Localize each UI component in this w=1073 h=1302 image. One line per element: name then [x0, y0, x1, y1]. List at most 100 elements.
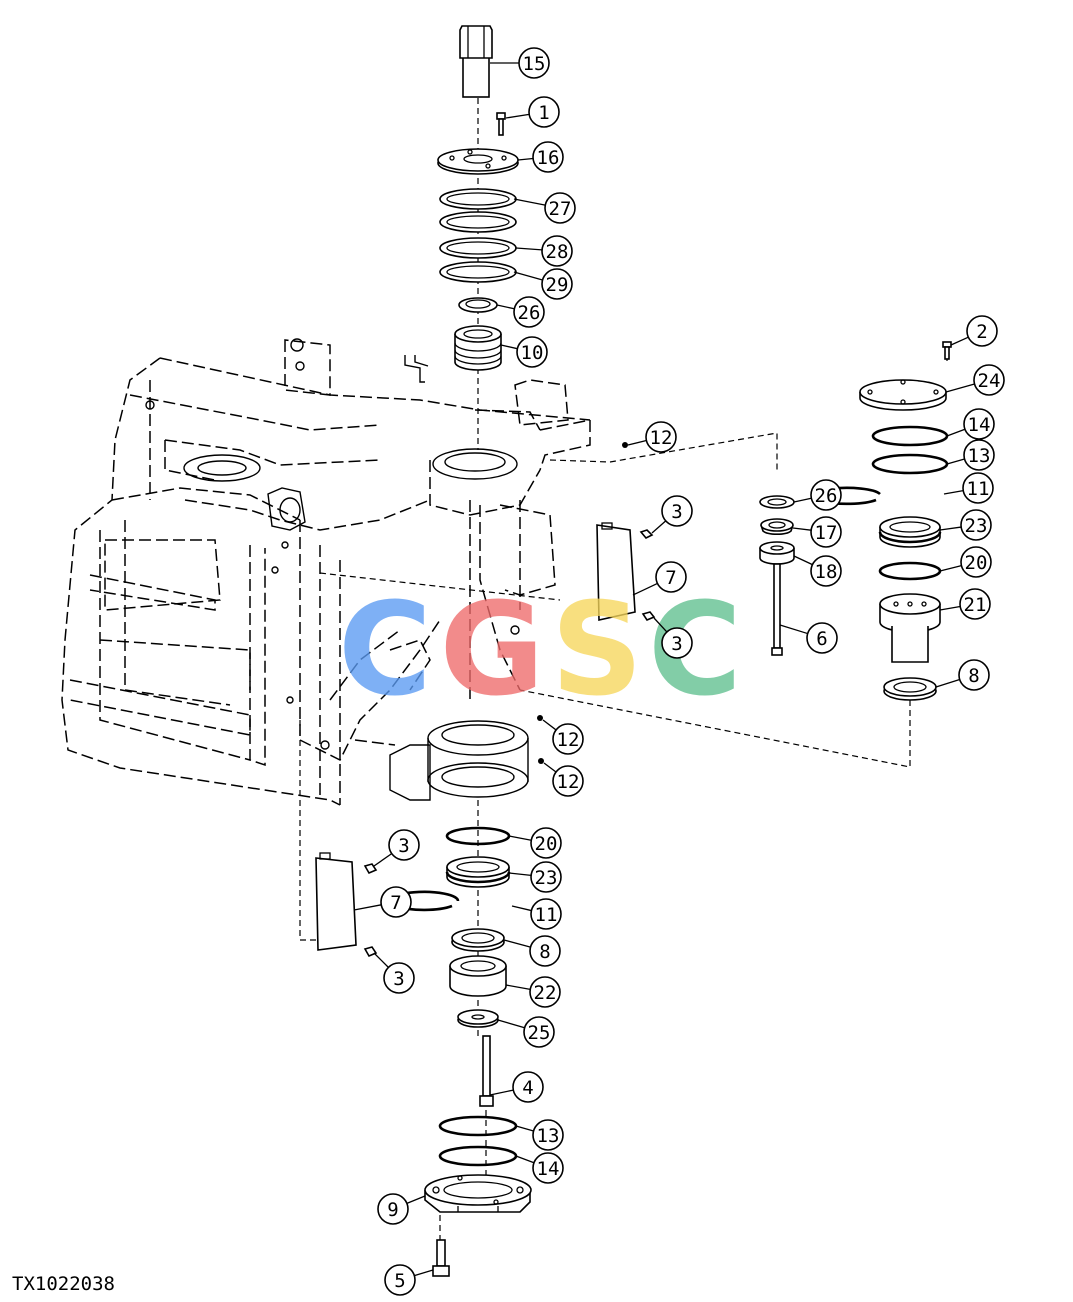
callout-circle: [530, 827, 562, 859]
callout-c4: 4: [489, 1071, 544, 1103]
bolt-part-12-upper: [622, 442, 628, 448]
oring-part-13-right: [871, 453, 949, 475]
callout-label: 7: [390, 892, 401, 914]
callout-c14b: 14: [515, 1152, 564, 1184]
callout-leader: [653, 617, 668, 633]
callout-label: 29: [546, 274, 569, 296]
callout-circle: [380, 886, 412, 918]
callout-label: 3: [671, 633, 682, 655]
callout-leader: [939, 565, 962, 572]
callout-leader: [943, 489, 964, 495]
callout-circle: [541, 268, 573, 300]
callout-leader: [627, 439, 647, 446]
callout-label: 3: [398, 835, 409, 857]
callout-leader: [935, 678, 960, 688]
callout-leader: [515, 247, 543, 251]
callout-c16: 16: [517, 141, 564, 173]
callout-leader: [792, 527, 812, 531]
plate-part-16: [437, 148, 519, 175]
callout-label: 12: [557, 729, 580, 751]
callout-circle: [958, 659, 990, 691]
callout-leader: [542, 719, 557, 731]
callout-label: 8: [539, 941, 550, 963]
callout-leader: [779, 624, 808, 635]
callout-c2: 2: [950, 315, 998, 347]
callout-leader: [939, 526, 962, 531]
callout-circle: [529, 976, 561, 1008]
callout-label: 11: [967, 478, 990, 500]
callout-circle: [532, 1119, 564, 1151]
seal-part-8-right: [883, 677, 937, 701]
callout-leader: [515, 1155, 535, 1164]
seal-part-23-right: [878, 516, 942, 548]
callout-label: 23: [965, 515, 988, 537]
callout-c25: 25: [497, 1016, 555, 1048]
callout-label: 20: [535, 833, 558, 855]
callout-c7a: 7: [632, 561, 687, 596]
callout-c14a: 14: [946, 408, 995, 440]
callout-label: 23: [535, 867, 558, 889]
shim-part-28: [439, 237, 517, 259]
callout-leader: [517, 157, 534, 161]
callout-leader: [406, 1195, 426, 1204]
callout-c13b: 13: [515, 1119, 564, 1151]
callout-leader: [950, 336, 969, 346]
callout-circle: [810, 516, 842, 548]
callout-label: 26: [518, 302, 541, 324]
seal-part-8-lower: [451, 928, 505, 952]
callout-label: 5: [394, 1270, 405, 1292]
callout-circle: [810, 479, 842, 511]
callout-c7b: 7: [353, 886, 412, 918]
nut-part-18: [759, 541, 795, 565]
callout-circle: [388, 829, 420, 861]
callout-c11a: 11: [943, 472, 994, 504]
bushing-part-10: [454, 325, 502, 371]
callout-leader: [793, 497, 812, 503]
callout-leader: [496, 304, 515, 310]
callout-c26a: 26: [496, 296, 545, 328]
shim-part-27-upper: [439, 188, 517, 210]
callout-circle: [960, 546, 992, 578]
pin-part-15: [459, 25, 493, 98]
callout-c10: 10: [500, 336, 548, 368]
callout-label: 17: [815, 522, 838, 544]
callout-c23b: 23: [508, 861, 562, 893]
callout-leader: [543, 762, 557, 773]
callout-c17: 17: [792, 516, 842, 548]
callout-circle: [532, 141, 564, 173]
plate-part-7-lower: [315, 852, 378, 958]
bolt-part-12-mid: [537, 715, 543, 721]
callout-label: 20: [965, 552, 988, 574]
callout-c22: 22: [505, 976, 561, 1008]
callout-label: 14: [537, 1158, 560, 1180]
screw-part-2: [942, 341, 952, 360]
callout-circle: [963, 408, 995, 440]
callout-leader: [946, 428, 966, 437]
bolt-part-5: [432, 1239, 450, 1277]
callout-circle: [810, 555, 842, 587]
callout-c8b: 8: [503, 935, 561, 967]
callout-circle: [645, 421, 677, 453]
callout-circle: [530, 898, 562, 930]
shim-part-27-lower: [439, 211, 517, 233]
callout-c20a: 20: [939, 546, 992, 578]
oring-part-14-lower: [438, 1145, 518, 1167]
callout-leader: [651, 520, 667, 534]
callout-c1: 1: [505, 96, 560, 128]
callout-label: 9: [387, 1199, 398, 1221]
callout-leader: [511, 905, 532, 912]
seal-part-23-lower: [445, 856, 511, 888]
callout-leader: [500, 344, 518, 350]
bolt-part-3-upper-b: [641, 611, 656, 621]
callout-label: 21: [964, 594, 987, 616]
callout-circle: [552, 723, 584, 755]
callout-circle: [661, 495, 693, 527]
callout-circle: [529, 935, 561, 967]
callout-label: 2: [976, 321, 987, 343]
bolt-part-3-upper-a: [639, 529, 654, 539]
callout-label: 13: [537, 1125, 560, 1147]
callout-label: 12: [650, 427, 673, 449]
callout-circle: [962, 472, 994, 504]
callout-c3b: 3: [653, 617, 693, 659]
